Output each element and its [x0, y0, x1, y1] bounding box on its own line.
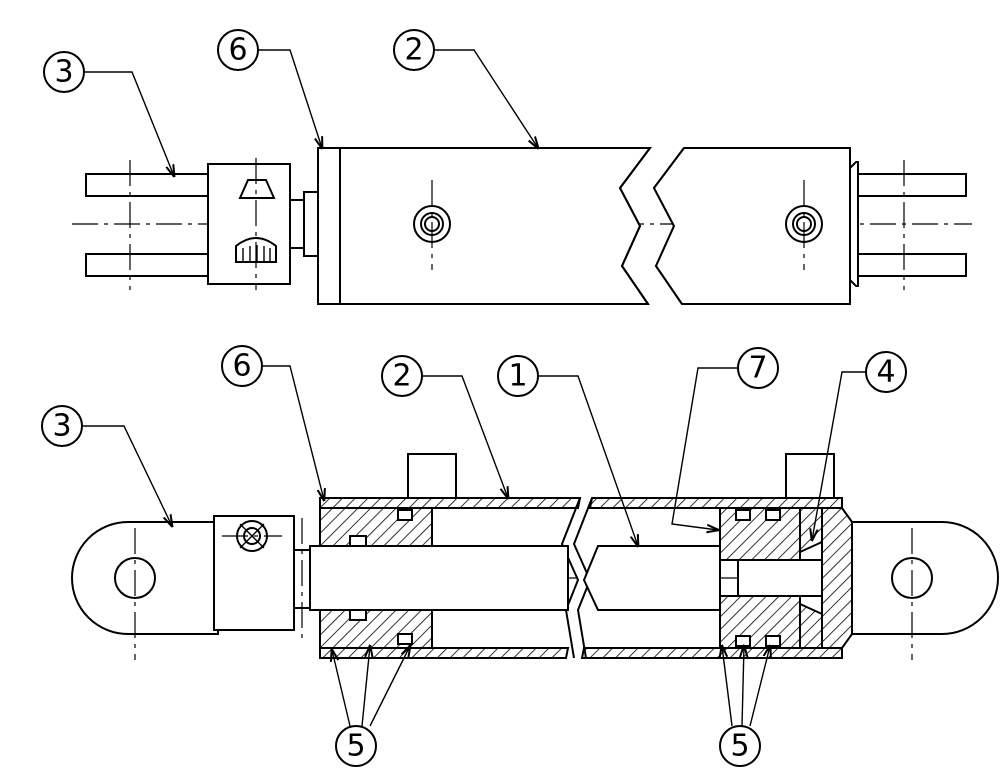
callout-bottom-4-label: 4: [876, 355, 895, 390]
top-barrel: [317, 147, 851, 305]
callout-bottom-4: 4: [865, 351, 907, 393]
section-end-cap: [821, 507, 853, 649]
callout-bottom-6-label: 6: [232, 349, 251, 384]
callout-bottom-2: 2: [381, 355, 423, 397]
callout-top-6: 6: [217, 29, 259, 71]
callout-bottom-3-label: 3: [52, 409, 71, 444]
callout-bottom-5-right-label: 5: [730, 729, 749, 764]
callout-top-6-label: 6: [228, 33, 247, 68]
callout-bottom-1-label: 1: [508, 359, 527, 394]
callout-bottom-5-left-label: 5: [346, 729, 365, 764]
callout-top-2: 2: [393, 29, 435, 71]
callout-bottom-7: 7: [737, 347, 779, 389]
callout-bottom-1: 1: [497, 355, 539, 397]
callout-top-3-label: 3: [54, 55, 73, 90]
callout-bottom-5-right: 5: [719, 725, 761, 767]
callout-bottom-2-label: 2: [392, 359, 411, 394]
callout-bottom-5-left: 5: [335, 725, 377, 767]
callout-bottom-6: 6: [221, 345, 263, 387]
leader-lines: [82, 49, 866, 727]
section-barrel: [319, 497, 843, 659]
section-gland: [319, 507, 433, 649]
top-right-clevis: [849, 160, 967, 290]
callout-top-2-label: 2: [404, 33, 423, 68]
section-left-eye: [71, 515, 311, 660]
callout-top-3: 3: [43, 51, 85, 93]
top-left-clevis: [85, 158, 319, 290]
port-left: [407, 453, 457, 499]
section-piston: [719, 507, 823, 649]
top-view: [72, 147, 972, 305]
callout-bottom-7-label: 7: [748, 351, 767, 386]
section-view: [71, 453, 999, 660]
piston-rod: [309, 545, 569, 611]
section-right-eye: [851, 521, 999, 660]
callout-bottom-3: 3: [41, 405, 83, 447]
piston-rod-right: [582, 545, 721, 611]
